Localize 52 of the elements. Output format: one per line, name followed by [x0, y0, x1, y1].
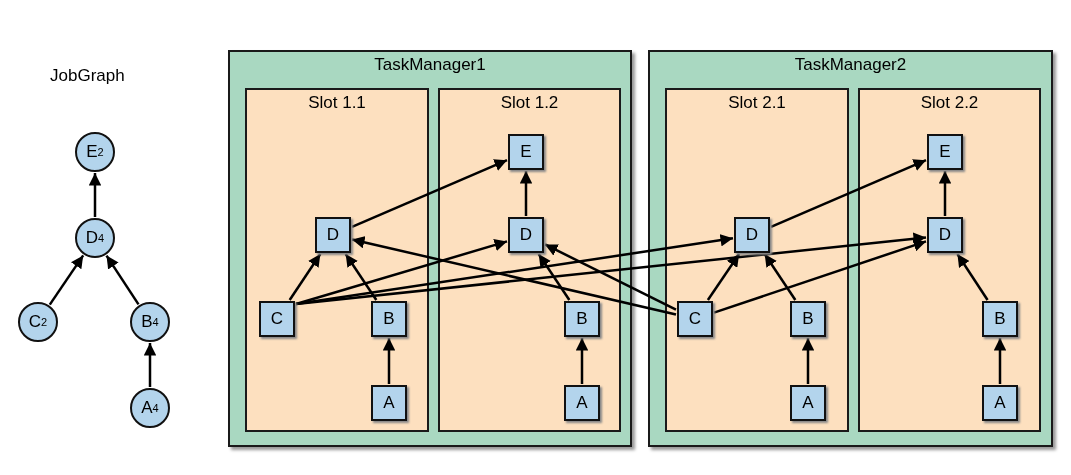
task-box: D [734, 217, 770, 253]
task-box: C [259, 301, 295, 337]
graph-title: JobGraph [50, 66, 125, 86]
arrow [295, 232, 927, 306]
arrow [801, 338, 815, 384]
arrow [48, 254, 85, 306]
task-box: B [371, 301, 407, 337]
task-box: B [790, 301, 826, 337]
task-box: C [677, 301, 713, 337]
task-box: A [564, 385, 600, 421]
arrow [88, 173, 102, 217]
task-box: E [508, 134, 544, 170]
arrow [519, 171, 533, 216]
arrow [351, 159, 508, 228]
arrow [143, 343, 157, 387]
task-box: A [371, 385, 407, 421]
arrow [295, 234, 734, 306]
arrow [993, 338, 1007, 384]
arrow [938, 171, 952, 216]
slot-panel [438, 88, 621, 432]
task-box: D [508, 217, 544, 253]
slot-panel [858, 88, 1041, 432]
task-box: B [982, 301, 1018, 337]
arrow [288, 253, 322, 301]
arrow [956, 253, 989, 301]
arrow [105, 254, 140, 306]
arrow [770, 159, 927, 228]
arrow [544, 243, 677, 311]
arrow [537, 253, 571, 301]
arrow [382, 338, 396, 384]
taskmanager-title: TaskManager2 [794, 55, 907, 75]
task-box: D [315, 217, 351, 253]
arrow [763, 253, 797, 301]
arrow [575, 338, 589, 384]
arrow [351, 236, 677, 316]
taskmanager-panel [228, 50, 632, 447]
slot-title: Slot 2.2 [920, 93, 979, 113]
slot-title: Slot 2.1 [728, 93, 786, 113]
slot-title: Slot 1.2 [500, 93, 559, 113]
arrow [706, 253, 741, 301]
task-box: D [927, 217, 963, 253]
taskmanager-title: TaskManager1 [374, 55, 486, 75]
task-box: A [982, 385, 1018, 421]
taskmanager-panel [648, 50, 1053, 447]
task-box: E [927, 134, 963, 170]
slot-panel [665, 88, 849, 432]
slot-title: Slot 1.1 [308, 93, 366, 113]
arrow [344, 253, 378, 301]
task-box: B [564, 301, 600, 337]
slot-panel [245, 88, 429, 432]
task-box: A [790, 385, 826, 421]
arrow [713, 239, 927, 314]
